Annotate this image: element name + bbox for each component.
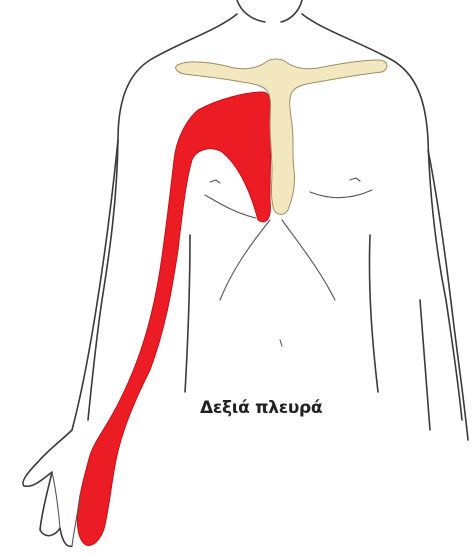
rib-line-right: [282, 220, 335, 300]
pectoral-left: [205, 195, 256, 218]
waist-outline: [185, 235, 378, 392]
arm-outline-right: [420, 150, 468, 440]
side-caption: Δεξιά πλευρά: [200, 398, 380, 418]
neck-outline: [237, 0, 302, 22]
nipple-right: [350, 178, 360, 181]
pain-area-chest-arm: [77, 92, 271, 545]
hand-fingers: [52, 472, 80, 546]
nipple-left: [210, 180, 220, 183]
navel: [280, 340, 282, 346]
rib-line-left: [220, 220, 270, 300]
pectoral-right: [310, 190, 372, 198]
